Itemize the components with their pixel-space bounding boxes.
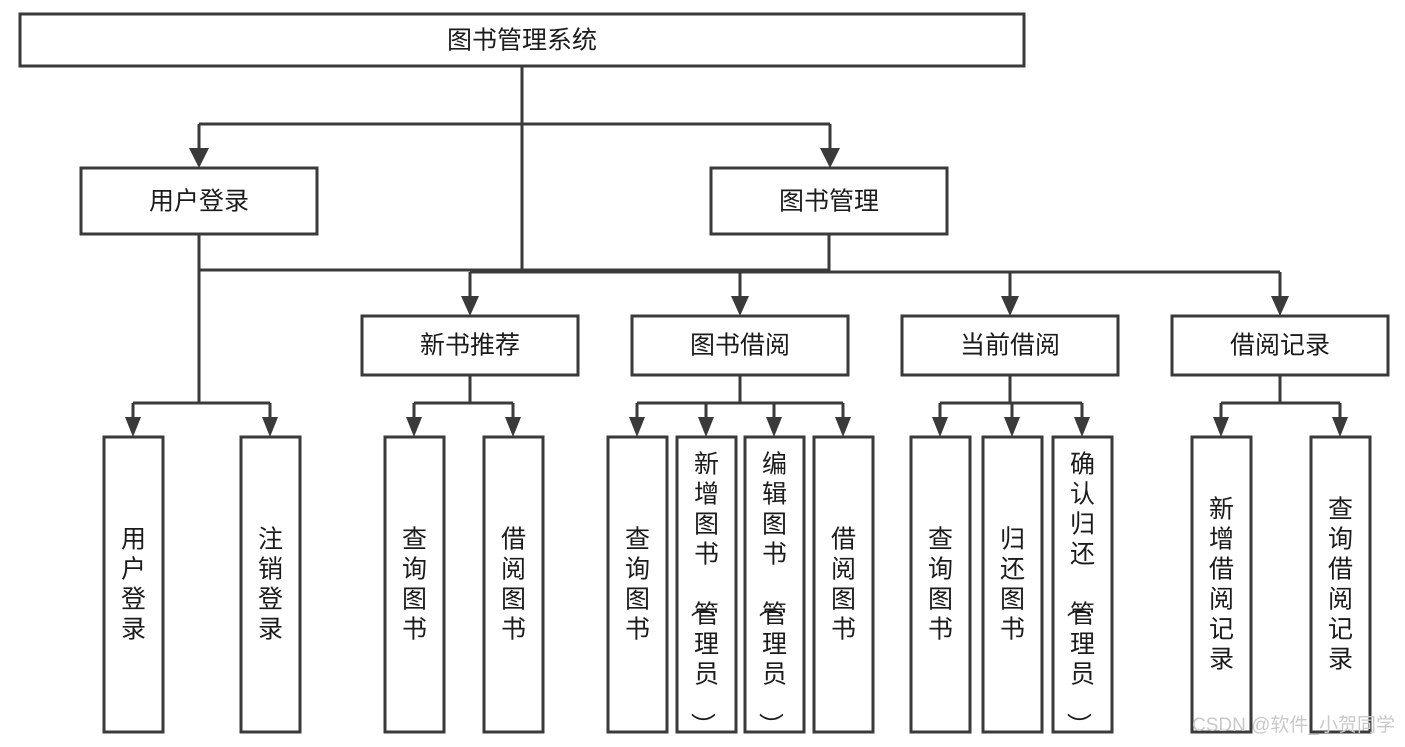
node-user-login[interactable]: 用户登录 (79, 166, 319, 236)
connector-borrow-record-leaves (1213, 375, 1348, 437)
arrowhead-user-login (189, 148, 209, 168)
node-book-manage[interactable]: 图书管理 (709, 166, 949, 236)
node-leaf-add-book[interactable]: 新增图书（管理员） (675, 435, 738, 738)
node-leaf-user-login-label: 用户登录 (121, 526, 146, 644)
node-leaf-return-book[interactable]: 归还图书 (981, 435, 1044, 734)
node-borrow-record-label: 借阅记录 (1230, 332, 1330, 360)
node-leaf-user-logout-box[interactable] (239, 435, 302, 734)
arrowhead-leaf-edit-book (766, 417, 782, 437)
arrowhead-leaf-add-record (1213, 417, 1229, 437)
node-leaf-add-record-box[interactable] (1190, 435, 1253, 734)
arrowhead-leaf-query-book-2 (629, 417, 645, 437)
watermark-text: CSDN @软件_小贺同学 (1192, 714, 1395, 736)
connector-current-borrow-leaves (932, 375, 1090, 437)
arrowhead-leaf-user-logout (262, 417, 278, 437)
node-current-borrow[interactable]: 当前借阅 (900, 314, 1120, 377)
arrowhead-current-borrow (1001, 296, 1019, 316)
node-book-manage-label: 图书管理 (779, 188, 879, 216)
arrowhead-leaf-query-book-1 (406, 417, 422, 437)
node-leaf-borrow-book-1[interactable]: 借阅图书 (482, 435, 545, 734)
node-leaf-return-book-box[interactable] (981, 435, 1044, 734)
connector-user-login-leaves (125, 234, 278, 437)
node-leaf-borrow-book-1-label: 借阅图书 (501, 526, 526, 644)
node-new-book-rec[interactable]: 新书推荐 (360, 314, 580, 377)
node-leaf-query-record-box[interactable] (1309, 435, 1372, 734)
node-leaf-query-book-1-box[interactable] (383, 435, 446, 734)
connector-book-borrow-leaves (629, 375, 851, 437)
node-leaf-query-book-3-label: 查询图书 (928, 526, 953, 644)
node-leaf-query-book-2-box[interactable] (606, 435, 669, 734)
node-leaf-query-book-2-label: 查询图书 (625, 526, 650, 644)
arrowhead-leaf-borrow-book-2 (835, 417, 851, 437)
node-leaf-query-record[interactable]: 查询借阅记录 (1309, 435, 1372, 734)
arrowhead-leaf-user-login (125, 417, 141, 437)
node-leaf-add-book-label: 新增图书（管理员） (688, 451, 719, 738)
node-leaf-query-record-label: 查询借阅记录 (1328, 496, 1353, 674)
connector-new-book-rec-leaves (406, 375, 521, 437)
node-root-box[interactable] (18, 12, 1026, 68)
node-leaf-query-book-3[interactable]: 查询图书 (909, 435, 972, 734)
node-leaf-add-record-label: 新增借阅记录 (1209, 496, 1234, 674)
arrowhead-leaf-borrow-book-1 (505, 417, 521, 437)
node-leaf-query-book-1-label: 查询图书 (402, 526, 427, 644)
node-leaf-user-login-box[interactable] (102, 435, 165, 734)
node-leaf-return-book-label: 归还图书 (1000, 526, 1025, 644)
connector-root-group (189, 66, 840, 168)
node-leaf-add-book-box[interactable] (675, 435, 738, 734)
node-new-book-rec-box[interactable] (360, 314, 580, 377)
node-current-borrow-box[interactable] (900, 314, 1120, 377)
arrowhead-leaf-add-book (698, 417, 714, 437)
node-leaf-borrow-book-1-box[interactable] (482, 435, 545, 734)
node-leaf-user-logout-label: 注销登录 (258, 526, 283, 644)
arrowhead-leaf-query-record (1332, 417, 1348, 437)
arrowhead-book-borrow (731, 296, 749, 316)
node-leaf-confirm-return-label: 确认归还（管理员） (1064, 451, 1095, 738)
node-leaf-confirm-return[interactable]: 确认归还（管理员） (1051, 435, 1114, 738)
node-borrow-record-box[interactable] (1170, 314, 1390, 377)
node-borrow-record[interactable]: 借阅记录 (1170, 314, 1390, 377)
arrowhead-leaf-query-book-3 (932, 417, 948, 437)
node-leaf-edit-book[interactable]: 编辑图书（管理员） (743, 435, 806, 738)
node-book-borrow[interactable]: 图书借阅 (630, 314, 850, 377)
node-leaf-borrow-book-2[interactable]: 借阅图书 (812, 435, 875, 734)
node-leaf-add-record[interactable]: 新增借阅记录 (1190, 435, 1253, 734)
node-leaf-edit-book-box[interactable] (743, 435, 806, 734)
connector-book-manage-group (461, 234, 1289, 316)
leaf-node-layer: 用户登录 注销登录 查询图书 借阅图书 查询图书 新增图书（管理员） 编辑图书（管理员） 借阅… (102, 435, 1372, 738)
node-leaf-query-book-1[interactable]: 查询图书 (383, 435, 446, 734)
node-root-label: 图书管理系统 (447, 27, 597, 55)
node-current-borrow-label: 当前借阅 (960, 332, 1060, 360)
node-leaf-query-book-3-box[interactable] (909, 435, 972, 734)
node-leaf-borrow-book-2-label: 借阅图书 (831, 526, 856, 644)
arrowhead-book-manage (820, 148, 840, 168)
node-leaf-user-logout[interactable]: 注销登录 (239, 435, 302, 734)
node-leaf-edit-book-label: 编辑图书（管理员） (756, 451, 787, 738)
arrowhead-new-book-rec (461, 296, 479, 316)
node-book-manage-box[interactable] (709, 166, 949, 236)
node-leaf-borrow-book-2-box[interactable] (812, 435, 875, 734)
node-user-login-label: 用户登录 (149, 188, 249, 216)
node-leaf-user-login[interactable]: 用户登录 (102, 435, 165, 734)
node-leaf-confirm-return-box[interactable] (1051, 435, 1114, 734)
arrowhead-borrow-record (1271, 296, 1289, 316)
node-new-book-rec-label: 新书推荐 (420, 332, 520, 360)
node-book-borrow-label: 图书借阅 (690, 332, 790, 360)
node-book-borrow-box[interactable] (630, 314, 850, 377)
node-leaf-query-book-2[interactable]: 查询图书 (606, 435, 669, 734)
arrowhead-leaf-return-book (1004, 417, 1020, 437)
node-root[interactable]: 图书管理系统 (18, 12, 1026, 68)
arrowhead-leaf-confirm-return (1074, 417, 1090, 437)
node-user-login-box[interactable] (79, 166, 319, 236)
